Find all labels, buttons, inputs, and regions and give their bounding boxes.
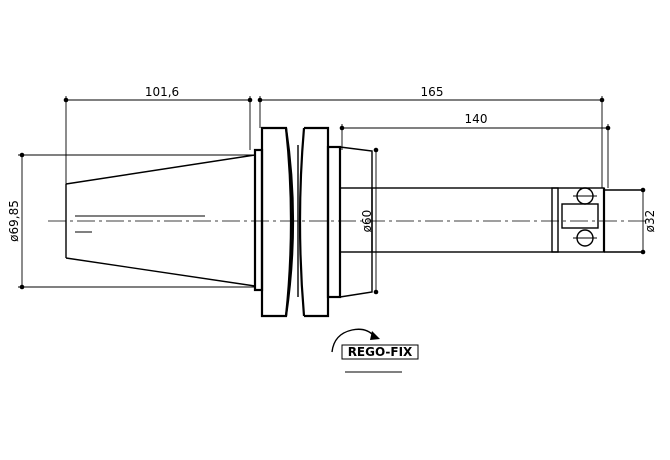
extension-lines: [18, 96, 609, 288]
rego-fix-logo: REGO-FIX: [331, 328, 419, 373]
holder-body: [339, 146, 559, 298]
dimension-body-diameter: ø60: [360, 210, 374, 233]
flange: [253, 126, 342, 318]
dimension-lines: [19, 97, 646, 295]
dimension-gauge-length: 140: [465, 112, 488, 126]
dimension-taper-length: 101,6: [145, 85, 179, 99]
dimension-bore-diameter: ø32: [643, 210, 657, 233]
dimension-overall-length: 165: [421, 85, 444, 99]
cutter-head: [551, 187, 643, 253]
taper-shank: [65, 154, 256, 287]
dimension-taper-diameter: ø69,85: [7, 200, 21, 242]
logo-text: REGO-FIX: [348, 345, 413, 359]
